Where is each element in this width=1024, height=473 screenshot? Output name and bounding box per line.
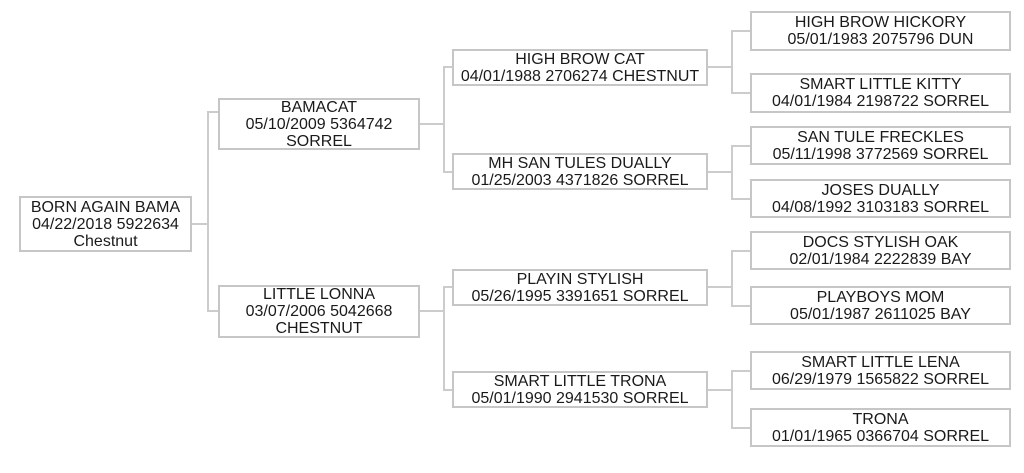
horse-name: MH SAN TULES DUALLY	[488, 154, 672, 172]
connector-sire-sire-to-parents	[708, 30, 750, 94]
node-sire-dam-sire: SAN TULE FRECKLES 05/11/1998 3772569 SOR…	[750, 126, 1011, 165]
connector-sire-dam-to-parents	[708, 145, 750, 200]
connector-subject-to-parents	[192, 111, 218, 312]
horse-name: DOCS STYLISH OAK	[802, 233, 959, 251]
node-sire-dam: MH SAN TULES DUALLY 01/25/2003 4371826 S…	[452, 153, 708, 190]
node-dam-dam: SMART LITTLE TRONA 05/01/1990 2941530 SO…	[452, 371, 708, 408]
horse-details: 05/01/1983 2075796 DUN	[787, 31, 974, 48]
horse-name: BAMACAT	[280, 98, 358, 116]
horse-details: 03/07/2006 5042668	[245, 303, 393, 320]
horse-details: 04/08/1992 3103183 SORREL	[771, 198, 990, 216]
horse-name: PLAYIN STYLISH	[516, 270, 644, 288]
horse-name: HIGH BROW CAT	[515, 50, 645, 68]
horse-details: 04/22/2018 5922634	[32, 215, 179, 233]
node-sire-sire-sire: HIGH BROW HICKORY 05/01/1983 2075796 DUN	[750, 11, 1011, 51]
horse-name: SAN TULE FRECKLES	[797, 128, 964, 146]
horse-color: SORREL	[286, 132, 352, 150]
horse-details: 04/01/1984 2198722 SORREL	[771, 93, 990, 110]
node-subject: BORN AGAIN BAMA 04/22/2018 5922634 Chest…	[19, 196, 192, 252]
horse-color: CHESTNUT	[275, 320, 363, 337]
node-dam-sire-dam: PLAYBOYS MOM 05/01/1987 2611025 BAY	[750, 286, 1011, 325]
horse-name: BORN AGAIN BAMA	[30, 198, 181, 216]
horse-details: 05/01/1990 2941530 SORREL	[471, 389, 689, 407]
horse-name: HIGH BROW HICKORY	[794, 14, 967, 31]
horse-details: 05/26/1995 3391651 SORREL	[471, 287, 689, 305]
horse-name: SMART LITTLE TRONA	[493, 372, 667, 390]
horse-details: 02/01/1984 2222839 BAY	[789, 250, 972, 268]
connector-dam-dam-to-parents	[708, 370, 750, 429]
horse-details: 05/01/1987 2611025 BAY	[790, 305, 971, 323]
horse-details: 01/25/2003 4371826 SORREL	[471, 171, 689, 189]
horse-name: SMART LITTLE KITTY	[799, 76, 962, 93]
node-dam-sire: PLAYIN STYLISH 05/26/1995 3391651 SORREL	[452, 269, 708, 306]
connector-dam-to-parents	[420, 286, 452, 391]
node-sire-dam-dam: JOSES DUALLY 04/08/1992 3103183 SORREL	[750, 179, 1011, 218]
connector-dam-sire-to-parents	[708, 250, 750, 307]
node-dam: LITTLE LONNA 03/07/2006 5042668 CHESTNUT	[218, 285, 420, 338]
node-sire-sire-dam: SMART LITTLE KITTY 04/01/1984 2198722 SO…	[750, 73, 1011, 113]
connector-sire-to-parents	[420, 66, 452, 173]
horse-details: 06/29/1979 1565822 SORREL	[771, 370, 990, 388]
horse-details: 04/01/1988 2706274 CHESTNUT	[460, 67, 700, 85]
horse-details: 05/10/2009 5364742	[245, 115, 393, 133]
horse-name: JOSES DUALLY	[821, 181, 940, 199]
node-sire: BAMACAT 05/10/2009 5364742 SORREL	[218, 98, 420, 150]
horse-name: PLAYBOYS MOM	[816, 288, 945, 306]
horse-name: LITTLE LONNA	[262, 286, 376, 303]
horse-color: Chestnut	[73, 232, 138, 250]
horse-name: SMART LITTLE LENA	[801, 353, 960, 371]
horse-name: TRONA	[852, 410, 909, 428]
node-dam-sire-sire: DOCS STYLISH OAK 02/01/1984 2222839 BAY	[750, 231, 1011, 270]
horse-details: 01/01/1965 0366704 SORREL	[771, 427, 990, 445]
node-dam-dam-dam: TRONA 01/01/1965 0366704 SORREL	[750, 408, 1011, 447]
node-dam-dam-sire: SMART LITTLE LENA 06/29/1979 1565822 SOR…	[750, 351, 1011, 390]
horse-details: 05/11/1998 3772569 SORREL	[772, 145, 989, 163]
node-sire-sire: HIGH BROW CAT 04/01/1988 2706274 CHESTNU…	[452, 49, 708, 86]
